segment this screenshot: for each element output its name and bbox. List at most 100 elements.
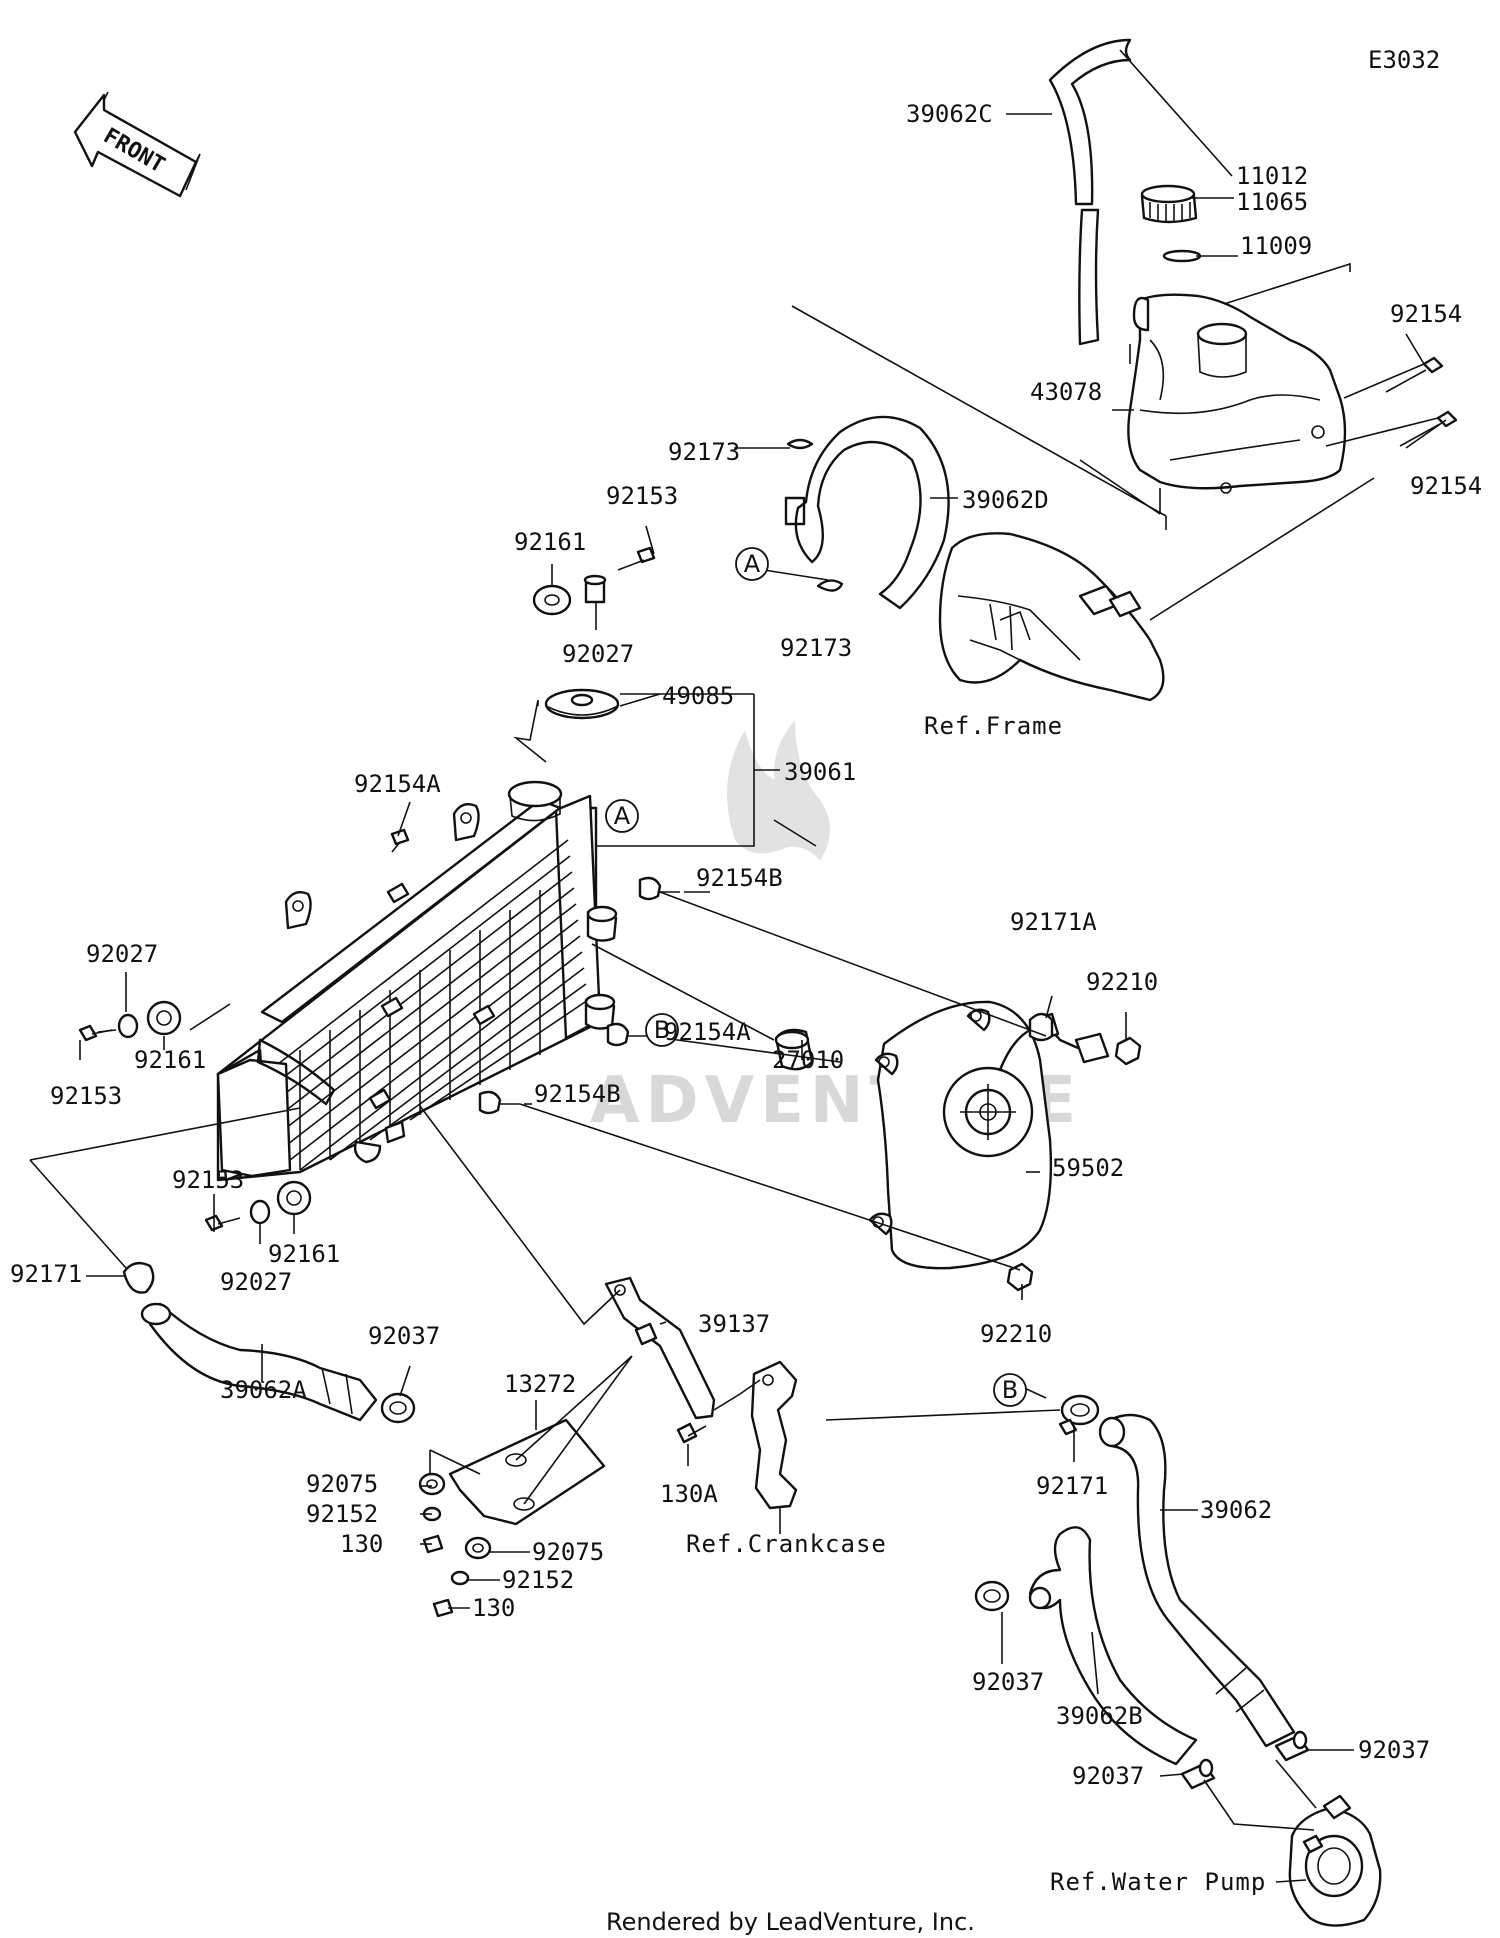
hose-39062 xyxy=(1098,1413,1296,1748)
hose-39062d xyxy=(794,415,950,610)
part-label: 49085 xyxy=(662,682,734,710)
ref-water-pump-label: Ref.Water Pump xyxy=(1050,1868,1266,1896)
grommet-92075-bottom xyxy=(464,1536,492,1560)
bolt-92154a-mid xyxy=(606,1022,648,1047)
front-arrow-icon: FRONT xyxy=(73,91,201,198)
part-label: 92154A xyxy=(354,770,441,798)
callout-a-radiator-letter: A xyxy=(614,802,631,830)
part-label: 92075 xyxy=(306,1470,378,1498)
guide-neck xyxy=(513,699,547,763)
bolt-92153-bottom xyxy=(204,1214,241,1232)
bolt-130a xyxy=(676,1422,707,1444)
callout-b-hose-letter: B xyxy=(1002,1376,1018,1404)
part-label: 11065 xyxy=(1236,188,1308,216)
grommet-92075-top xyxy=(418,1472,446,1496)
water-pump xyxy=(1288,1794,1382,1927)
part-label: 92154A xyxy=(664,1018,751,1046)
part-label: 11009 xyxy=(1240,232,1312,260)
callout-a-radiator: A xyxy=(605,799,639,833)
clamp-92173-top xyxy=(786,438,814,450)
bolt-92154-top xyxy=(1385,356,1444,393)
part-label: 39062 xyxy=(1200,1496,1272,1524)
guide-bracket xyxy=(419,1105,621,1326)
part-label: 92173 xyxy=(668,438,740,466)
callout-b-radiator: B xyxy=(645,1013,679,1047)
part-label: 92161 xyxy=(268,1240,340,1268)
crankcase-bracket xyxy=(750,1360,798,1510)
part-label: 92154B xyxy=(696,864,783,892)
part-label: 92154B xyxy=(534,1080,621,1108)
part-label: 92171A xyxy=(1010,908,1097,936)
bolt-92154-bottom xyxy=(1399,410,1458,447)
part-label: 59502 xyxy=(1052,1154,1124,1182)
clamp-92171-left xyxy=(122,1261,155,1294)
bracket-39137 xyxy=(604,1276,716,1420)
pipe-92037-b xyxy=(1180,1758,1216,1790)
part-label: 92152 xyxy=(306,1500,378,1528)
nut-92210-top xyxy=(1114,1036,1142,1066)
part-label: 92210 xyxy=(980,1320,1052,1348)
leader-lines xyxy=(79,49,1447,1883)
bolt-92153-top xyxy=(617,546,656,571)
clamp-92171-right xyxy=(1058,1394,1100,1436)
part-label: 43078 xyxy=(1030,378,1102,406)
guide-plate xyxy=(429,1355,633,1505)
clamp-92037-right-top xyxy=(974,1580,1010,1612)
guide-tank-line xyxy=(1129,262,1439,514)
plate-13272 xyxy=(448,1418,606,1526)
callout-a-top-letter: A xyxy=(744,550,761,578)
part-label: 13272 xyxy=(504,1370,576,1398)
part-label: 39062C xyxy=(906,100,993,128)
part-label: 39062D xyxy=(962,486,1049,514)
guide-frame-2 xyxy=(1079,459,1375,621)
hose-39062a xyxy=(140,1302,378,1422)
ref-crankcase-label: Ref.Crankcase xyxy=(686,1530,887,1558)
bolt-92153-left xyxy=(78,1024,113,1042)
part-label: 92161 xyxy=(514,528,586,556)
part-label: 92154 xyxy=(1390,300,1462,328)
hose-39062c-lower xyxy=(1078,208,1100,346)
part-label: 130 xyxy=(472,1594,515,1622)
collar-92027-top xyxy=(583,574,607,604)
part-label: 130A xyxy=(660,1480,718,1508)
part-label: 92153 xyxy=(172,1166,244,1194)
diagram-code: E3032 xyxy=(1368,46,1440,74)
part-label: 92027 xyxy=(562,640,634,668)
part-label: 27010 xyxy=(772,1046,844,1074)
part-label: 92037 xyxy=(972,1668,1044,1696)
clamp-92171a xyxy=(1028,1012,1054,1042)
part-label: 92027 xyxy=(220,1268,292,1296)
grommet-92161-top xyxy=(532,584,572,616)
part-label: 92154 xyxy=(1410,472,1482,500)
part-label: 92161 xyxy=(134,1046,206,1074)
reservoir-tank xyxy=(1127,293,1347,494)
guide-water-pump xyxy=(1203,1759,1317,1831)
part-label: 92037 xyxy=(368,1322,440,1350)
hose-39062c xyxy=(1048,38,1132,206)
part-labels: 39062C 11012 11065 11009 92154 43078 921… xyxy=(10,100,1482,1790)
guide-crankcase xyxy=(713,1379,781,1534)
hose-stub xyxy=(784,496,806,526)
part-label: 39062A xyxy=(220,1376,307,1404)
bolt-130-bottom xyxy=(432,1598,454,1618)
part-label: 92210 xyxy=(1086,968,1158,996)
bolt-92154b-mid xyxy=(478,1090,520,1115)
guide-fan-lines xyxy=(519,891,1047,1271)
part-label: 92153 xyxy=(606,482,678,510)
footer-credit: Rendered by LeadVenture, Inc. xyxy=(606,1908,975,1936)
part-label: 92153 xyxy=(50,1082,122,1110)
clamp-92037-left xyxy=(380,1392,416,1424)
part-label: 39061 xyxy=(784,758,856,786)
ref-frame-label: Ref.Frame xyxy=(924,712,1063,740)
bolt-92154a-top xyxy=(390,828,410,853)
part-label: 92171 xyxy=(10,1260,82,1288)
part-label: 92027 xyxy=(86,940,158,968)
part-label: 92171 xyxy=(1036,1472,1108,1500)
temperature-sensor xyxy=(774,1028,814,1071)
part-label: 92075 xyxy=(532,1538,604,1566)
part-label: 92037 xyxy=(1072,1762,1144,1790)
bolt-130-top xyxy=(422,1534,444,1554)
nut-92210-bottom xyxy=(1006,1262,1034,1292)
guide-frame-1 xyxy=(791,305,1167,530)
seal-11009 xyxy=(1162,249,1202,263)
